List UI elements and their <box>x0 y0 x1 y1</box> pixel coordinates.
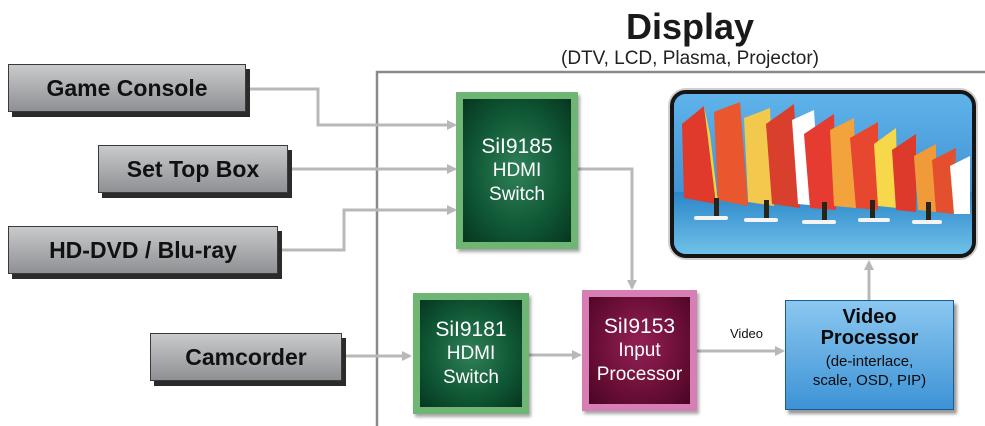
chip-desc-line2: Processor <box>596 363 683 385</box>
source-hd-dvd: HD-DVD / Blu-ray <box>8 226 278 274</box>
display-title: Display <box>625 6 755 47</box>
chip-sil9153-input-processor: SiI9153 Input Processor <box>582 290 697 411</box>
video-connection-label: Video <box>730 326 764 341</box>
chip-desc-line1: Input <box>618 339 661 361</box>
wire-switch-to-input <box>578 167 637 290</box>
chip-part-number: SiI9185 <box>481 134 553 158</box>
wire-game-console <box>246 87 457 130</box>
display-screen-image <box>670 90 976 258</box>
video-processor-title-2: Processor <box>820 327 919 349</box>
video-processor-title-1: Video <box>842 306 897 328</box>
video-processor-block: Video Processor (de-interlace, scale, OS… <box>785 300 954 410</box>
source-set-top-box: Set Top Box <box>98 145 288 193</box>
video-processor-desc-2: scale, OSD, PIP) <box>812 372 927 389</box>
wire-hd-dvd <box>278 205 457 252</box>
chip-sil9181-hdmi-switch: SiI9181 HDMI Switch <box>413 293 529 414</box>
chip-part-number: SiI9153 <box>603 314 676 338</box>
source-camcorder: Camcorder <box>150 333 342 381</box>
chip-desc-line1: HDMI <box>446 342 496 364</box>
chip-desc-line2: Switch <box>443 366 499 388</box>
display-subtitle: (DTV, LCD, Plasma, Projector) <box>561 48 819 69</box>
boards <box>694 216 942 224</box>
chip-desc-line2: Switch <box>489 183 545 205</box>
chip-part-number: SiI9181 <box>435 317 507 341</box>
display-boundary <box>375 70 985 426</box>
windsurfers <box>714 198 931 220</box>
windsurfing-photo <box>674 94 972 254</box>
source-game-console: Game Console <box>8 64 246 112</box>
sails <box>682 102 970 214</box>
chip-sil9185-hdmi-switch: SiI9185 HDMI Switch <box>456 92 578 249</box>
chip-desc-line1: HDMI <box>492 159 542 181</box>
video-processor-desc-1: (de-interlace, <box>825 353 914 370</box>
